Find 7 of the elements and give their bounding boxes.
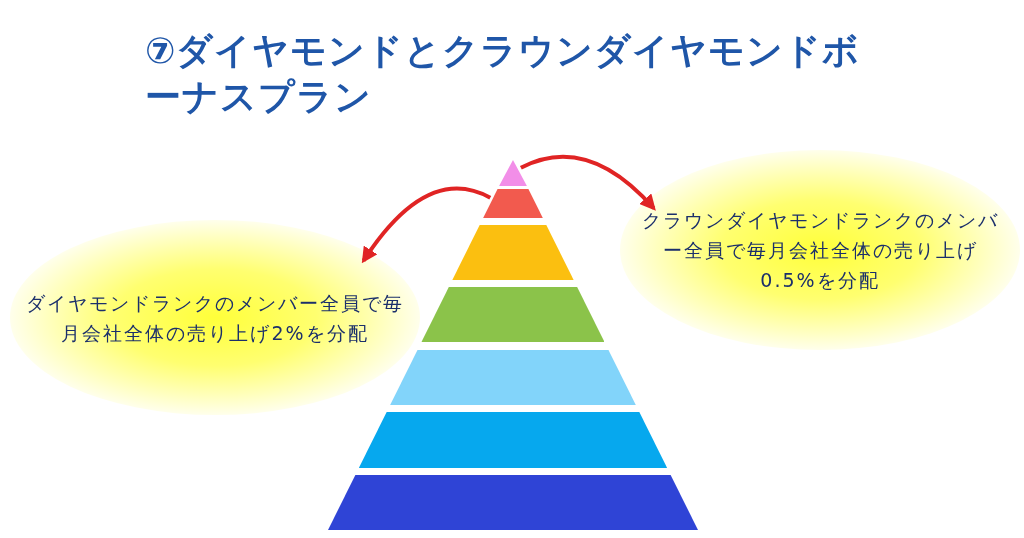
bonus-description: クラウンダイヤモンドランクのメンバー全員で毎月会社全体の売り上げ0.5%を分配: [640, 208, 1000, 293]
curved-arrow: [361, 186, 492, 264]
pyramid-tier: [421, 287, 605, 342]
bonus-description: ダイヤモンドランクのメンバー全員で毎月会社全体の売り上げ2%を分配: [25, 290, 405, 346]
title: ⑦ダイヤモンドとクラウンダイヤモンドボーナスプラン: [145, 29, 862, 119]
curved-arrow: [520, 154, 656, 211]
pyramid-tier: [483, 189, 543, 218]
